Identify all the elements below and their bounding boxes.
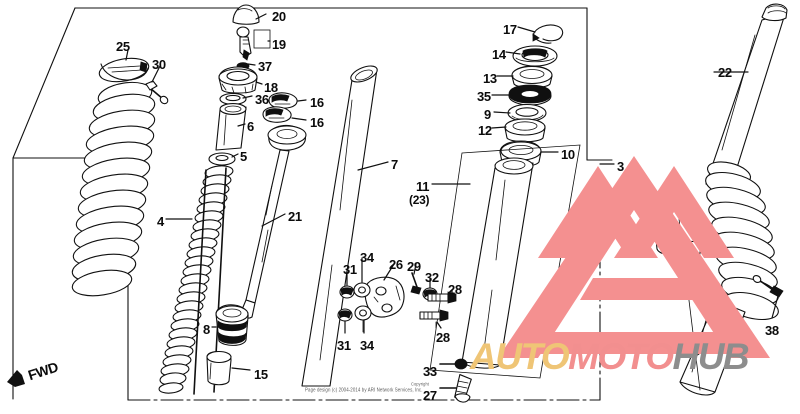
- part-31-nut-lower: [337, 308, 353, 333]
- callout-34: 34: [360, 250, 374, 265]
- callout-27: 27: [423, 388, 437, 403]
- callout-32: 32: [425, 270, 439, 285]
- part-34-washer-lower: [354, 305, 372, 333]
- callout-26: 26: [389, 257, 403, 272]
- part-16-bushing-upper: [268, 92, 298, 109]
- part-5-washer: [208, 152, 236, 166]
- part-27-drain-bolt: [439, 374, 472, 403]
- callout-19: 19: [272, 37, 286, 52]
- callout-4: 4: [157, 214, 164, 229]
- callout-12: 12: [478, 123, 492, 138]
- part-16-bushing-lower: [262, 106, 292, 123]
- callout-31: 31: [343, 262, 357, 277]
- callout-16: 16: [310, 115, 324, 130]
- part-7-fork-tube: [301, 65, 378, 387]
- part-29-bolt: [410, 272, 422, 295]
- copyright-line: Page design (c) 2004-2014 by ARI Network…: [305, 386, 423, 393]
- callout-9: 9: [484, 107, 491, 122]
- part-2-cable-guide: [679, 240, 701, 281]
- callout-29: 29: [407, 259, 421, 274]
- callout-28: 28: [448, 282, 462, 297]
- callout-1: 1: [665, 202, 672, 217]
- callout-11: 11: [416, 179, 430, 194]
- callout-2: 2: [681, 285, 688, 300]
- part-20-cap: [232, 4, 260, 25]
- callout-33: 33: [423, 364, 437, 379]
- part-14-oil-seal: [512, 45, 558, 67]
- leader-lines: [125, 13, 749, 371]
- part-6-collar: [215, 103, 247, 151]
- callout-22: 22: [718, 65, 732, 80]
- part-13-backup-ring: [511, 65, 553, 89]
- part-28-stud-upper: [427, 291, 457, 304]
- callout-37: 37: [258, 59, 272, 74]
- callout-5: 5: [240, 149, 247, 164]
- part-4-main-spring: [158, 165, 234, 395]
- callout-25: 25: [116, 39, 130, 54]
- callout-16: 16: [310, 95, 324, 110]
- part-30-bolt: [145, 80, 169, 105]
- part-34-washer-upper: [353, 276, 371, 298]
- callout-14: 14: [492, 47, 506, 62]
- part-12-bushing: [504, 118, 546, 143]
- callout-6: 6: [247, 119, 254, 134]
- callout-35: 35: [477, 89, 491, 104]
- part-25-ring: [98, 57, 150, 83]
- part-28-stud-lower: [419, 309, 449, 329]
- part-24-boot: [71, 81, 156, 297]
- callout-30: 30: [152, 57, 166, 72]
- part-19-rod: [236, 26, 271, 61]
- callout-13: 13: [483, 71, 497, 86]
- part-9-washer: [507, 103, 547, 123]
- part-36-washer: [219, 92, 247, 106]
- part-11-slider: [429, 144, 581, 379]
- callout-8: 8: [203, 322, 210, 337]
- callout-34: 34: [360, 338, 374, 353]
- copyright-word: Copyright: [410, 381, 430, 387]
- callout-28: 28: [436, 330, 450, 345]
- part-35-seal: [508, 84, 552, 106]
- callout-38: 38: [765, 323, 779, 338]
- callout-10: 10: [561, 147, 575, 162]
- fwd-arrow-icon: [7, 370, 25, 387]
- part-15-collar: [206, 350, 232, 386]
- part-26-axle-holder: [364, 276, 405, 318]
- part-18-topbolt: [218, 66, 258, 94]
- callout-36: 36: [255, 92, 269, 107]
- copyright-notice: Copyright Page design (c) 2004-2014 by A…: [305, 381, 535, 393]
- callout-31: 31: [337, 338, 351, 353]
- callout-18: 18: [264, 80, 278, 95]
- part-8-oil-lock: [215, 304, 249, 346]
- part-17-snap-ring: [532, 24, 564, 44]
- callout-3: 3: [617, 159, 624, 174]
- callout-21: 21: [288, 209, 302, 224]
- callout-7: 7: [391, 157, 398, 172]
- part-33-bolt: [439, 358, 468, 370]
- callout-17: 17: [503, 22, 517, 37]
- callout-15: 15: [254, 367, 268, 382]
- callout-20: 20: [272, 9, 286, 24]
- callout-23: (23): [409, 193, 430, 207]
